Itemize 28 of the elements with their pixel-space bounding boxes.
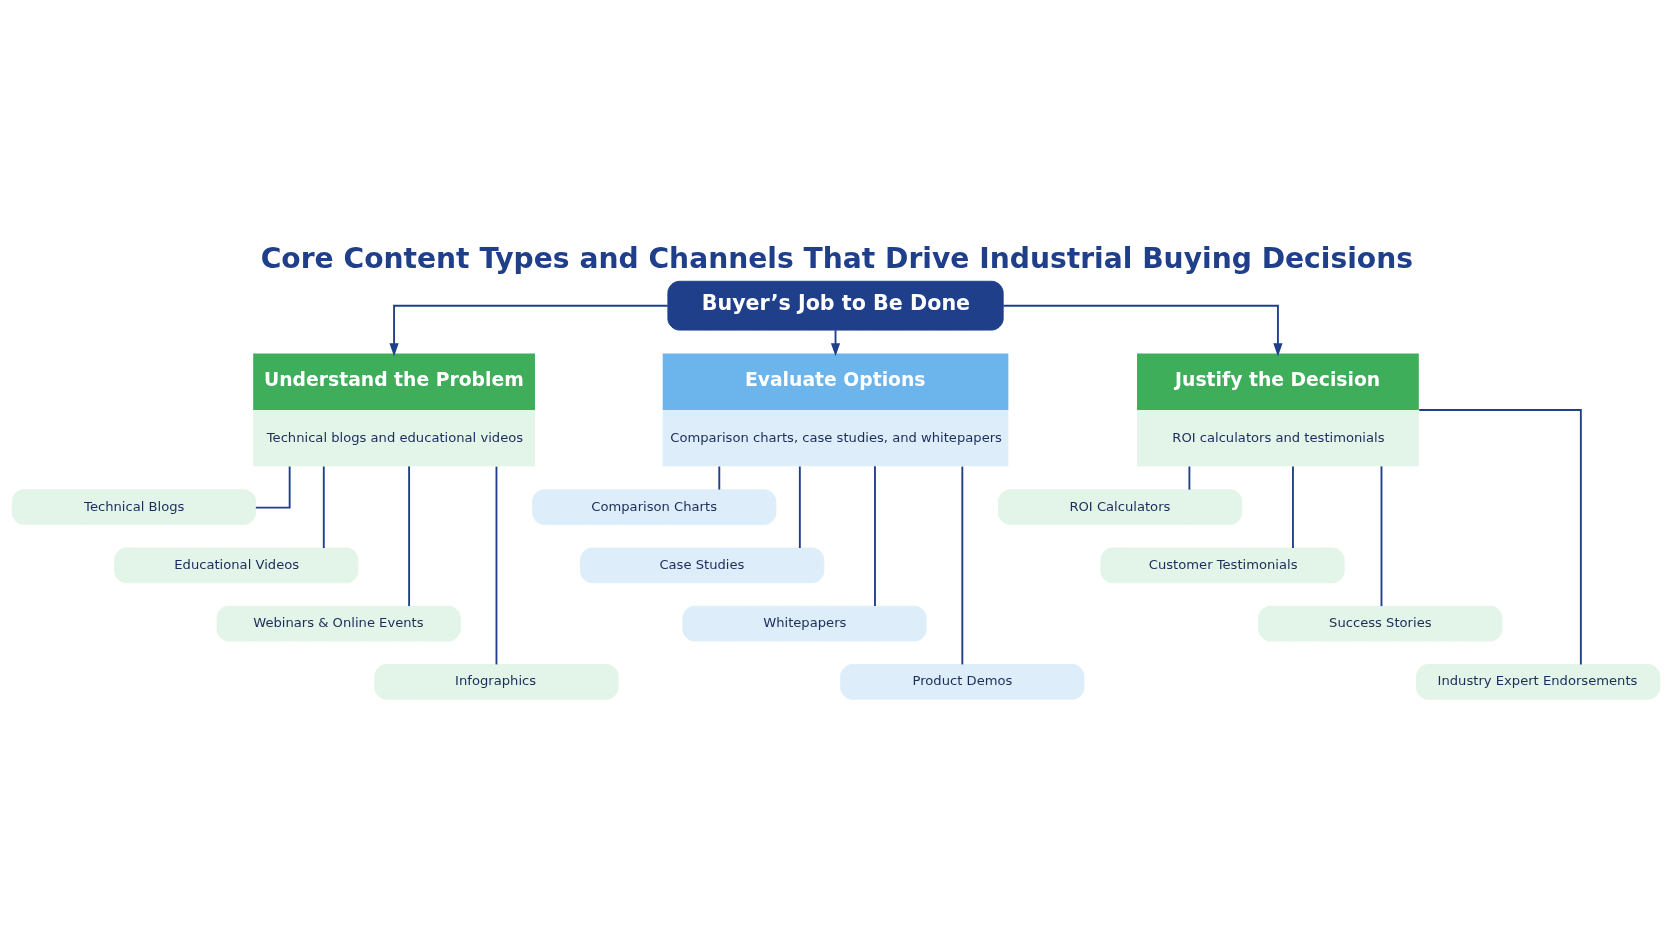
node-box: Success Stories [1258, 605, 1503, 641]
connector [408, 464, 411, 607]
connector [961, 465, 964, 665]
arrow [389, 304, 669, 356]
diagram-title: Core Content Types and Channels That Drive Industrial Buying Decisions [260, 241, 1414, 275]
node-box: Whitepapers [682, 605, 927, 641]
node-box: Industry Expert Endorsements [1416, 663, 1661, 700]
connector [322, 465, 325, 549]
connector [1188, 465, 1191, 490]
connector [254, 465, 291, 509]
arrow [1002, 304, 1283, 356]
node-box: Comparison Charts [532, 488, 777, 525]
node-box: Technical Blogs [11, 488, 256, 525]
node-box: Case Studies [580, 547, 825, 583]
node-box: Webinars & Online Events [216, 605, 461, 641]
connector [1292, 465, 1294, 549]
node-box: Customer Testimonials [1100, 547, 1345, 583]
connector [798, 465, 801, 549]
connector [1380, 464, 1383, 607]
node-box: ROI Calculators [998, 488, 1243, 525]
node-box: Buyer’s Job to Be Done [667, 280, 1004, 331]
node-box: Educational Videos [114, 547, 359, 583]
node-box: Infographics [374, 663, 619, 700]
connector [495, 465, 498, 665]
connector [874, 464, 876, 607]
node-box: Product Demos [840, 663, 1085, 700]
connector [1418, 408, 1582, 665]
connector [718, 465, 721, 490]
